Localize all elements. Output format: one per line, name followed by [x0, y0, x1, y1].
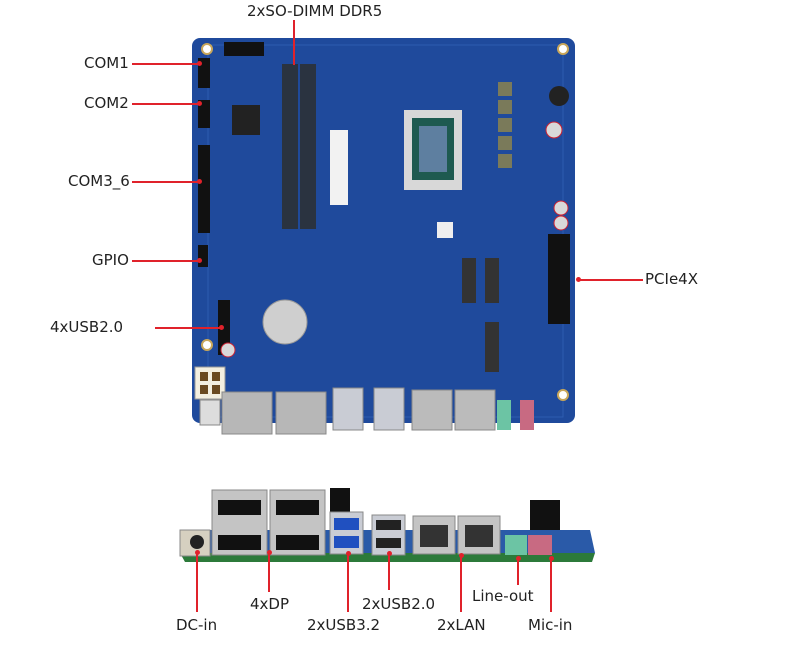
- label-com2: COM2: [84, 94, 129, 112]
- label-lan: 2xLAN: [437, 616, 486, 634]
- label-sodimm: 2xSO-DIMM DDR5: [247, 2, 383, 20]
- label-gpio: GPIO: [92, 251, 129, 269]
- label-usb20-rear: 2xUSB2.0: [362, 595, 436, 613]
- label-com1: COM1: [84, 54, 129, 72]
- label-dp: 4xDP: [250, 595, 290, 613]
- label-mic-in: Mic-in: [528, 616, 573, 634]
- label-line-out: Line-out: [472, 587, 534, 605]
- label-com3-6: COM3_6: [68, 172, 130, 190]
- label-usb32: 2xUSB3.2: [307, 616, 381, 634]
- label-dc-in: DC-in: [176, 616, 218, 634]
- label-pcie: PCIe4X: [645, 270, 698, 288]
- label-usb20-header: 4xUSB2.0: [50, 318, 124, 336]
